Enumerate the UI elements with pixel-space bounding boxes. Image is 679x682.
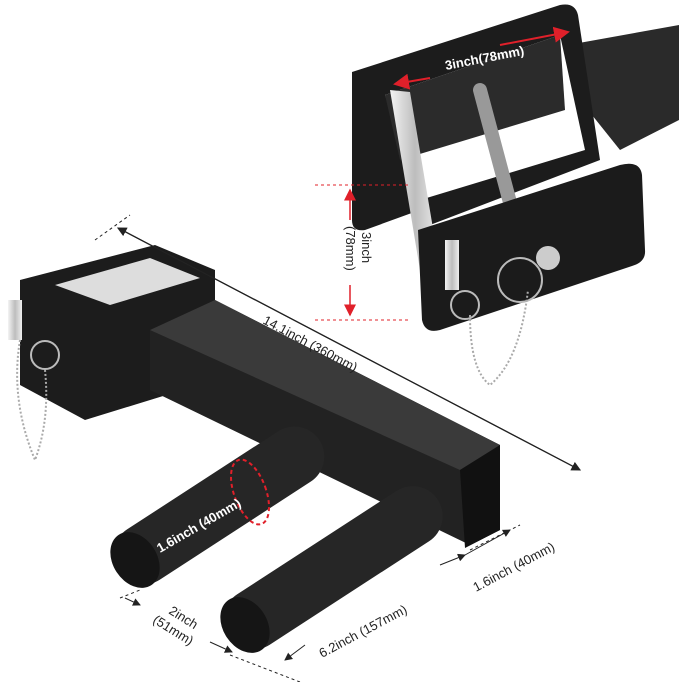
dimension-lines (94, 26, 582, 682)
main-hook (8, 245, 500, 653)
handle-length-label: 6.2inch (157mm) (316, 602, 409, 661)
inner-height-label-1: 3inch (359, 232, 374, 263)
tube-width-label: 1.6inch (40mm) (470, 539, 557, 595)
inner-height-label-2: (78mm) (343, 226, 358, 271)
top-bracket (352, 4, 679, 387)
